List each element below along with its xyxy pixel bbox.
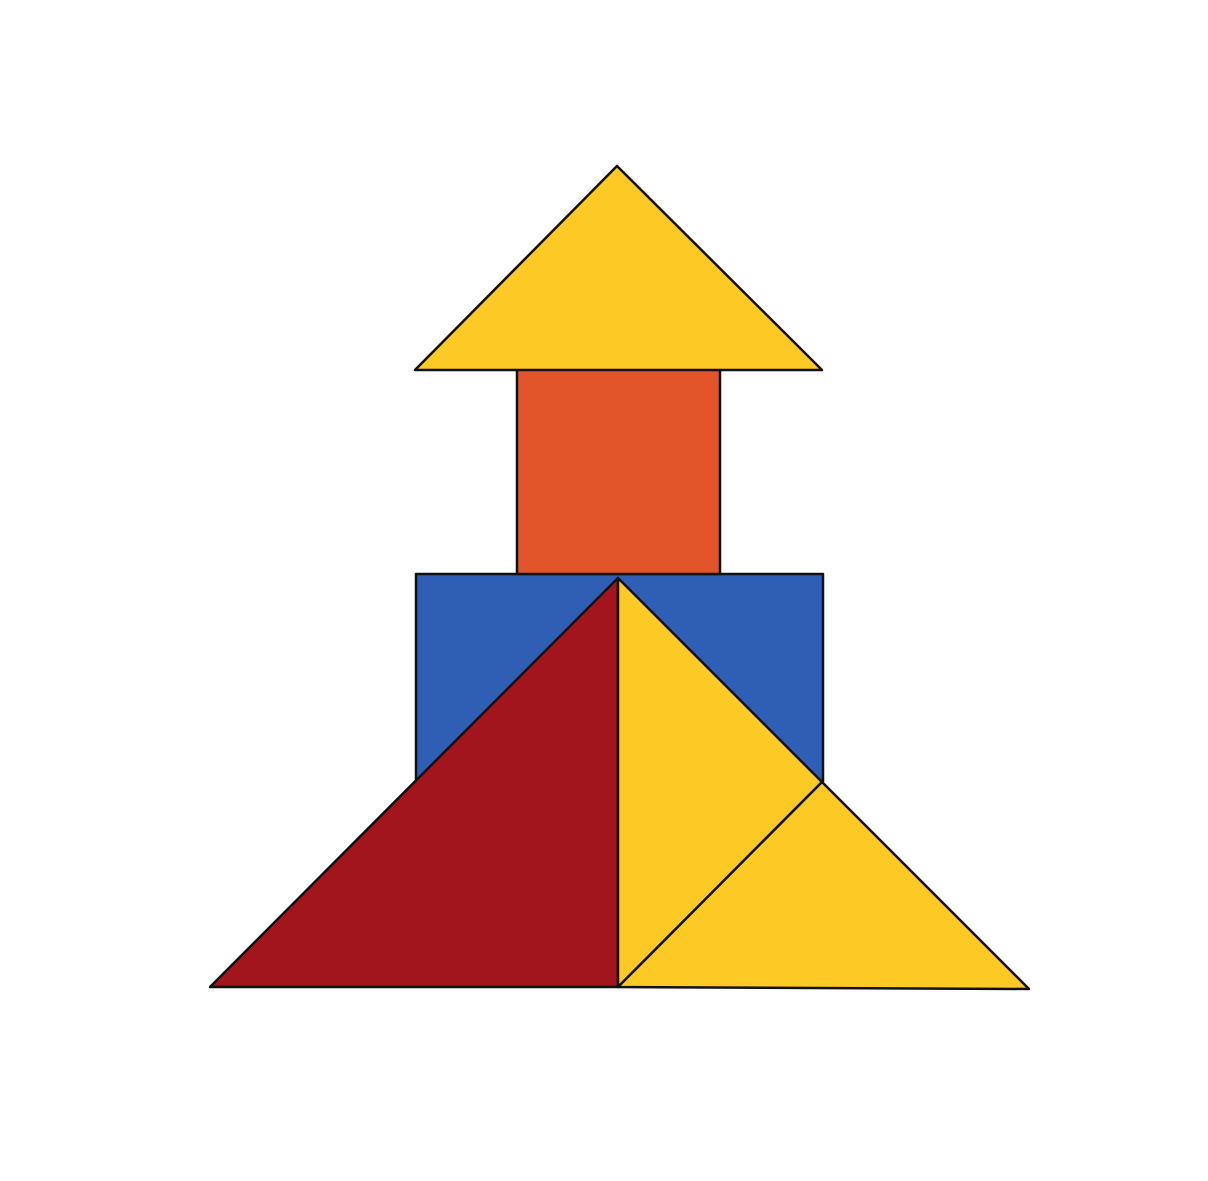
orange-rectangle-piece [515, 367, 722, 576]
yellow-roof-triangle-piece [413, 164, 824, 372]
dark-red-large-triangle-piece [208, 576, 620, 989]
yellow-bottom-right-triangle-piece [616, 780, 1031, 991]
